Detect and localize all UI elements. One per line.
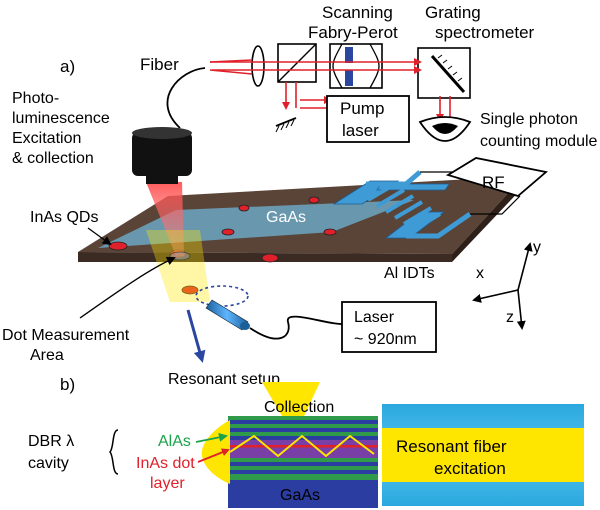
grating-line2: spectrometer bbox=[435, 23, 535, 42]
resonant-setup-label: Resonant setup bbox=[168, 371, 280, 388]
panel-b-label: b) bbox=[60, 375, 75, 394]
collection-label: Collection bbox=[264, 399, 334, 416]
laser-fiber-cable bbox=[249, 315, 347, 340]
dot-meas-line1: Dot Measurement bbox=[2, 327, 130, 344]
lens bbox=[251, 45, 265, 87]
scanning-fp-line1: Scanning bbox=[322, 3, 393, 22]
laser-box bbox=[341, 301, 437, 353]
coupling-fiber bbox=[205, 299, 250, 331]
pump-laser-line1: Pump bbox=[340, 99, 384, 118]
excitation-beam bbox=[146, 182, 184, 256]
al-idts-label: Al IDTs bbox=[384, 265, 435, 282]
brace bbox=[108, 429, 119, 475]
axis-x-label: x bbox=[476, 265, 484, 282]
rf-box bbox=[445, 157, 548, 198]
spcm-line1: Single photon bbox=[480, 111, 578, 128]
photolum-line3: Excitation bbox=[12, 130, 81, 147]
panel-a-label: a) bbox=[60, 57, 75, 76]
dot-meas-pointer bbox=[79, 256, 176, 319]
inas-qds-label: InAs QDs bbox=[30, 209, 98, 226]
alas-arrow bbox=[195, 432, 228, 443]
resonant-fiber-line2: excitation bbox=[434, 459, 506, 478]
panel-b: b) Collection GaAs Resonant fiber excita… bbox=[28, 375, 584, 508]
gaas-substrate-label: GaAs bbox=[280, 487, 320, 504]
input-lens-shape bbox=[201, 420, 230, 484]
pump-laser-box bbox=[326, 95, 410, 143]
panel-a: a) Scanning Fabry-Perot Grating spectrom… bbox=[2, 3, 598, 388]
inas-dot-line2: layer bbox=[150, 475, 185, 492]
dot-meas-line2: Area bbox=[30, 347, 64, 364]
pump-laser-line2: laser bbox=[342, 121, 379, 140]
objective-lens bbox=[132, 127, 192, 184]
gaas-label: GaAs bbox=[266, 209, 306, 226]
grating-line1: Grating bbox=[425, 3, 481, 22]
laser-line2: ~ 920nm bbox=[354, 331, 417, 348]
spcm-line2: counting module bbox=[480, 133, 598, 150]
idt-bus-top bbox=[366, 170, 422, 187]
fiber-label: Fiber bbox=[140, 55, 179, 74]
photolum-line2: luminescence bbox=[12, 110, 110, 127]
idt-fingers bbox=[366, 182, 442, 232]
scanning-fp-line2: Fabry-Perot bbox=[308, 23, 398, 42]
laser-line1: Laser bbox=[354, 309, 395, 326]
photolum-line1: Photo- bbox=[12, 90, 59, 107]
photolum-line4: & collection bbox=[12, 150, 94, 167]
fiber-cable bbox=[166, 67, 206, 129]
dbr-lambda-label: DBR λ bbox=[28, 433, 74, 450]
resonant-fiber-line1: Resonant fiber bbox=[396, 437, 507, 456]
mirror bbox=[275, 117, 297, 133]
edge-coupling-circle bbox=[195, 285, 249, 307]
idt-bus-bottom bbox=[406, 211, 472, 239]
yellow-collection-cone bbox=[146, 230, 210, 302]
cavity-label: cavity bbox=[28, 455, 69, 472]
rf-label: RF bbox=[482, 173, 505, 192]
inas-dot-line1: InAs dot bbox=[136, 455, 195, 472]
inas-dot-arrow bbox=[197, 448, 230, 463]
coordinate-axes bbox=[472, 242, 533, 330]
axis-z-label: z bbox=[506, 309, 514, 326]
resonant-fiber bbox=[382, 404, 584, 506]
inas-qds-pointer bbox=[87, 227, 112, 246]
collection-funnel bbox=[262, 382, 320, 416]
resonant-setup-arrow bbox=[186, 309, 206, 363]
fabry-perot bbox=[329, 43, 383, 89]
alas-label: AlAs bbox=[158, 433, 191, 450]
optical-beams bbox=[209, 58, 451, 122]
detector-eye-icon bbox=[418, 116, 472, 142]
axis-y-label: y bbox=[533, 239, 541, 256]
beam-splitter bbox=[277, 43, 317, 83]
zigzag-light-path bbox=[229, 434, 375, 458]
grating-spectrometer bbox=[417, 47, 471, 99]
